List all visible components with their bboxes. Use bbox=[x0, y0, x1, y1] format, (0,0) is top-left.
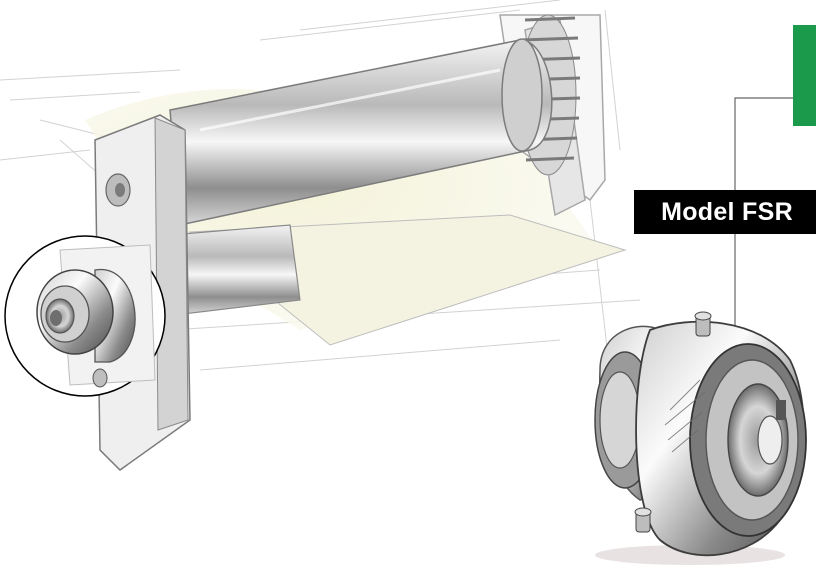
grease-nipple-bottom bbox=[634, 507, 652, 533]
bottom-roller bbox=[169, 224, 301, 316]
grease-nipple-top bbox=[694, 311, 712, 337]
connector-line bbox=[734, 97, 793, 330]
top-roller bbox=[169, 38, 553, 226]
freewheel-unit bbox=[594, 311, 807, 565]
detail-circle bbox=[4, 235, 166, 397]
accent-tab bbox=[793, 25, 816, 126]
paper-sheet bbox=[188, 214, 627, 346]
model-label: Model FSR bbox=[634, 190, 816, 234]
